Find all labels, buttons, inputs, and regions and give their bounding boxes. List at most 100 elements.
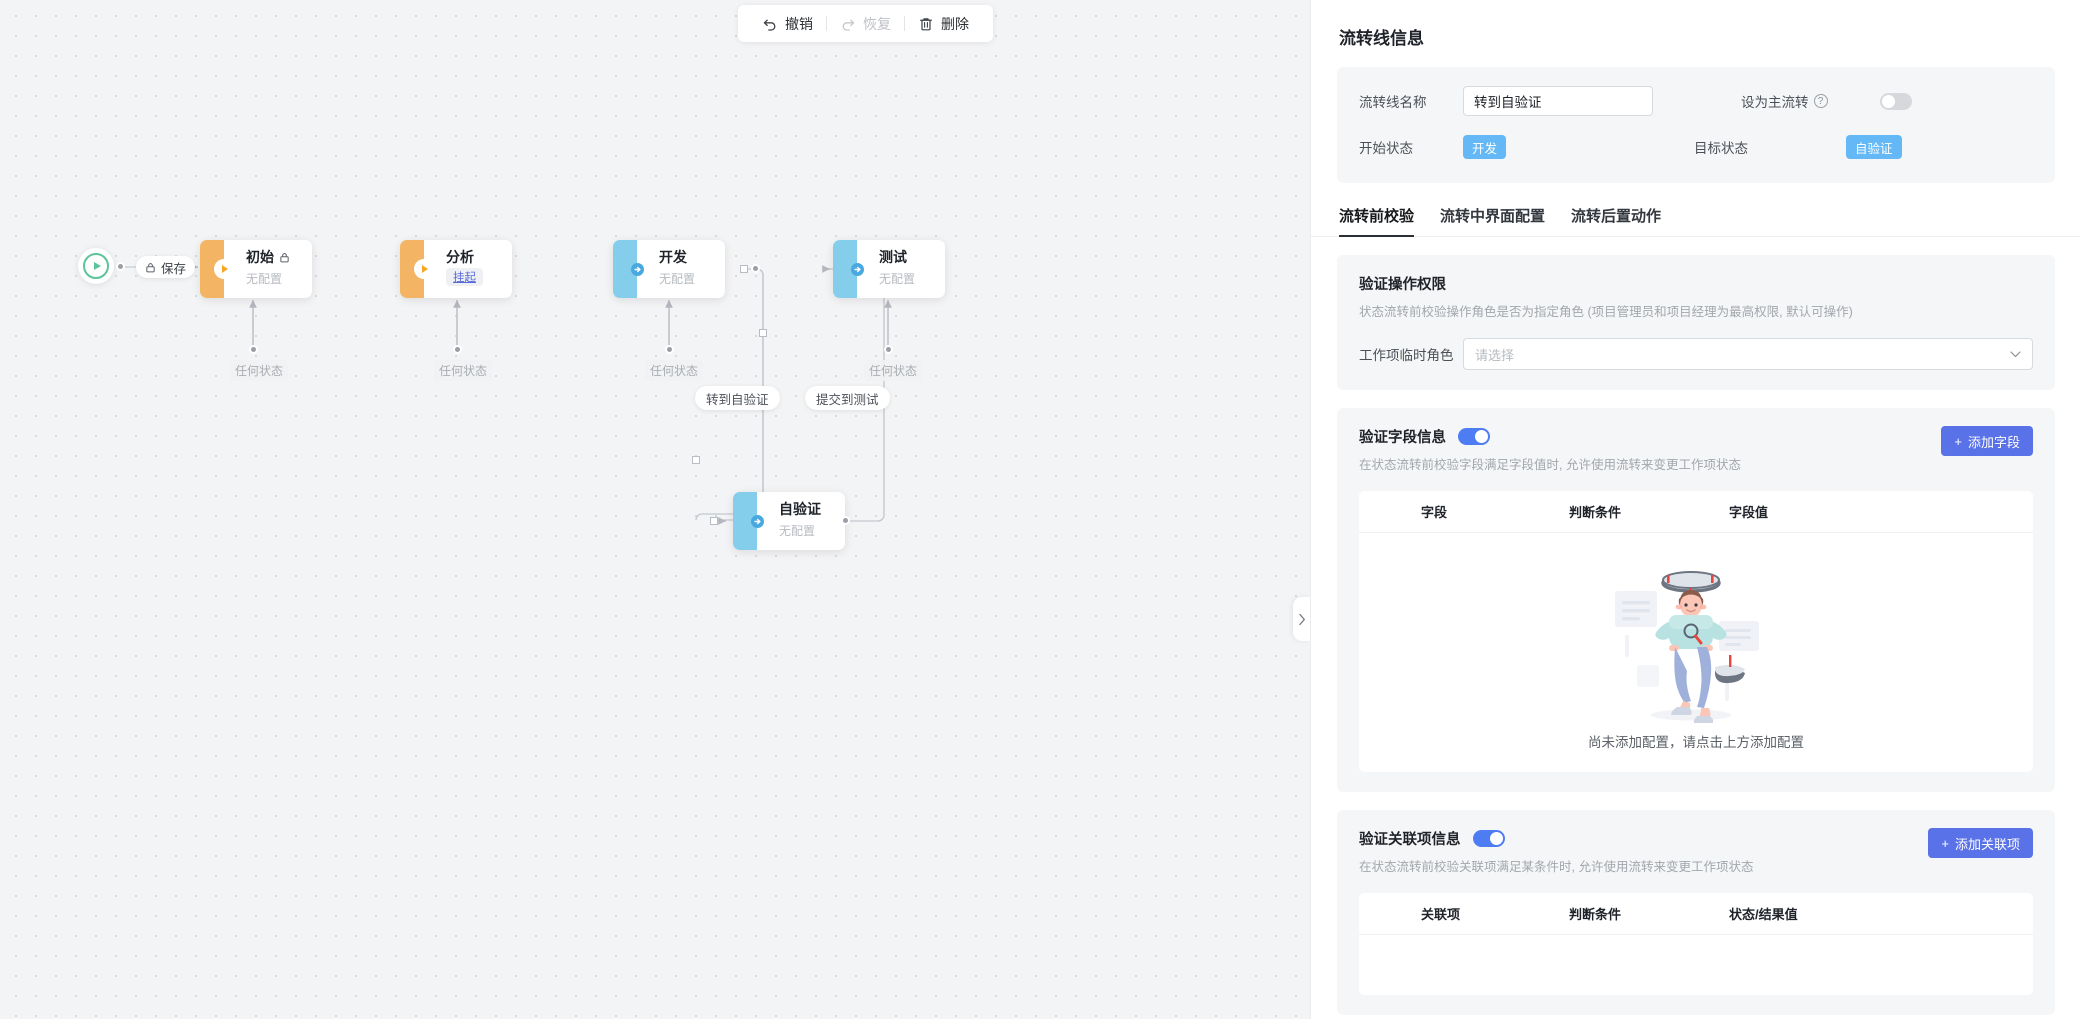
node-body: 开发无配置	[637, 240, 725, 298]
column-status-value: 状态/结果值	[1729, 907, 1798, 922]
arrow-right-icon	[750, 514, 764, 528]
panel-title: 流转线信息	[1339, 29, 1424, 48]
node-body: 初始无配置	[224, 240, 312, 298]
node-title: 初始	[246, 249, 312, 266]
plus-icon: +	[1954, 433, 1962, 449]
lock-icon	[280, 253, 289, 263]
panel-collapse-handle[interactable]	[1293, 597, 1310, 641]
node-subtitle: 无配置	[246, 272, 283, 286]
node-port[interactable]	[751, 264, 760, 273]
delete-button[interactable]: 删除	[908, 5, 979, 42]
redo-button[interactable]: 恢复	[830, 5, 901, 42]
edge-handle[interactable]	[710, 517, 718, 525]
temp-role-select[interactable]: 请选择	[1463, 338, 2033, 370]
start-node[interactable]	[78, 248, 114, 284]
edge-handle[interactable]	[692, 456, 700, 464]
node-body: 测试无配置	[857, 240, 945, 298]
undo-button[interactable]: 撤销	[752, 5, 823, 42]
undo-arrow-icon	[763, 19, 776, 31]
node-stripe	[400, 240, 434, 298]
redo-arrow-icon	[842, 19, 855, 31]
linked-item-table-body	[1359, 935, 2033, 995]
any-state-chip[interactable]: 任何状态	[645, 360, 704, 381]
node-body: 分析挂起	[424, 240, 512, 298]
field-table: 字段 判断条件 字段值	[1359, 491, 2033, 772]
tab-transition-ui-config[interactable]: 流转中界面配置	[1440, 208, 1546, 225]
toolbar-divider-1	[826, 16, 827, 31]
plus-icon: +	[1941, 835, 1949, 851]
field-table-empty-state: 尚未添加配置，请点击上方添加配置	[1359, 533, 2033, 772]
start-state-label: 开始状态	[1359, 141, 1413, 156]
lock-icon	[146, 262, 155, 272]
save-edge-label[interactable]: 保存	[136, 256, 196, 278]
flow-node-测试[interactable]: 测试无配置	[833, 240, 945, 298]
detail-panel: 流转线信息 流转线名称 设为主流转 ? 开始状态 开发	[1310, 0, 2080, 1019]
arrow-right-icon	[747, 511, 767, 531]
flow-edges	[120, 263, 892, 525]
target-state-label: 目标状态	[1694, 141, 1749, 156]
node-port[interactable]	[453, 345, 462, 354]
arrow-right-icon	[630, 262, 644, 276]
node-subtitle-tag[interactable]: 挂起	[446, 268, 483, 286]
section-verify-linked-item-info: 验证关联项信息 在状态流转前校验关联项满足某条件时, 允许使用流转来变更工作项状…	[1337, 810, 2055, 1015]
any-state-chip[interactable]: 任何状态	[864, 360, 923, 381]
flow-node-自验证[interactable]: 自验证无配置	[733, 492, 845, 550]
node-title: 分析	[446, 249, 474, 265]
question-circle-icon[interactable]: ?	[1813, 94, 1828, 108]
any-state-chip[interactable]: 任何状态	[434, 360, 493, 381]
tab-post-transition-action[interactable]: 流转后置动作	[1571, 208, 1662, 225]
edge-handle[interactable]	[740, 265, 748, 273]
toggle-knob	[1489, 832, 1503, 845]
node-port[interactable]	[841, 516, 850, 525]
detail-panel-scroll[interactable]: 流转线信息 流转线名称 设为主流转 ? 开始状态 开发	[1311, 0, 2080, 1019]
node-stripe	[733, 492, 764, 550]
main-flow-label: 设为主流转 ?	[1741, 91, 1828, 111]
section-title-row: 验证关联项信息	[1359, 828, 2033, 849]
flow-node-开发[interactable]: 开发无配置	[613, 240, 725, 298]
edge-label[interactable]: 提交到测试	[805, 386, 890, 410]
arrow-right-icon	[627, 259, 647, 279]
section-desc: 在状态流转前校验关联项满足某条件时, 允许使用流转来变更工作项状态	[1359, 860, 1754, 874]
column-linked-item: 关联项	[1421, 907, 1461, 922]
redo-label: 恢复	[863, 15, 891, 32]
main-flow-toggle[interactable]	[1879, 92, 1912, 110]
tab-pre-transition-validation[interactable]: 流转前校验	[1339, 205, 1415, 237]
node-body: 自验证无配置	[757, 492, 845, 550]
flow-node-分析[interactable]: 分析挂起	[400, 240, 512, 298]
node-port[interactable]	[884, 345, 893, 354]
node-subtitle: 无配置	[879, 272, 916, 286]
node-title: 自验证	[779, 501, 821, 517]
play-icon	[214, 259, 234, 279]
edge-label[interactable]: 转到自验证	[695, 386, 780, 410]
section-verify-field-info: 验证字段信息 在状态流转前校验字段满足字段值时, 允许使用流转来变更工作项状态 …	[1337, 408, 2055, 792]
verify-field-toggle[interactable]	[1458, 428, 1490, 445]
flow-canvas[interactable]: 撤销 恢复 删除	[0, 0, 1310, 1019]
linked-item-table: 关联项 判断条件 状态/结果值	[1359, 893, 2033, 995]
canvas-toolbar: 撤销 恢复 删除	[738, 5, 993, 42]
temp-role-select-placeholder: 请选择	[1475, 347, 1515, 363]
start-output-port[interactable]	[116, 262, 125, 271]
delete-label: 删除	[941, 15, 969, 32]
add-field-button[interactable]: + 添加字段	[1941, 426, 2033, 456]
flow-info-card: 流转线名称 设为主流转 ? 开始状态 开发 目标状态 自验证	[1337, 67, 2055, 183]
node-port[interactable]	[249, 345, 258, 354]
flow-name-input[interactable]	[1463, 86, 1653, 116]
add-linked-item-button[interactable]: + 添加关联项	[1928, 828, 2033, 858]
chevron-down-icon	[2010, 350, 2021, 357]
any-state-chip[interactable]: 任何状态	[230, 360, 289, 381]
node-stripe	[833, 240, 864, 298]
main-flow-label-text: 设为主流转	[1741, 95, 1809, 110]
verify-linked-toggle[interactable]	[1472, 830, 1505, 847]
flow-node-初始[interactable]: 初始无配置	[200, 240, 312, 298]
panel-tabs: 流转前校验 流转中界面配置 流转后置动作	[1311, 183, 2080, 237]
trash-icon	[920, 17, 932, 30]
save-edge-label-text: 保存	[161, 261, 187, 276]
person-with-magnifier-illustration	[1603, 555, 1789, 725]
temp-role-label: 工作项临时角色	[1359, 348, 1454, 363]
toggle-knob	[1881, 94, 1895, 108]
edge-handle[interactable]	[759, 329, 767, 337]
temp-role-row: 工作项临时角色 请选择	[1359, 338, 2033, 370]
node-port[interactable]	[665, 345, 674, 354]
field-table-header: 字段 判断条件 字段值	[1359, 491, 2033, 533]
